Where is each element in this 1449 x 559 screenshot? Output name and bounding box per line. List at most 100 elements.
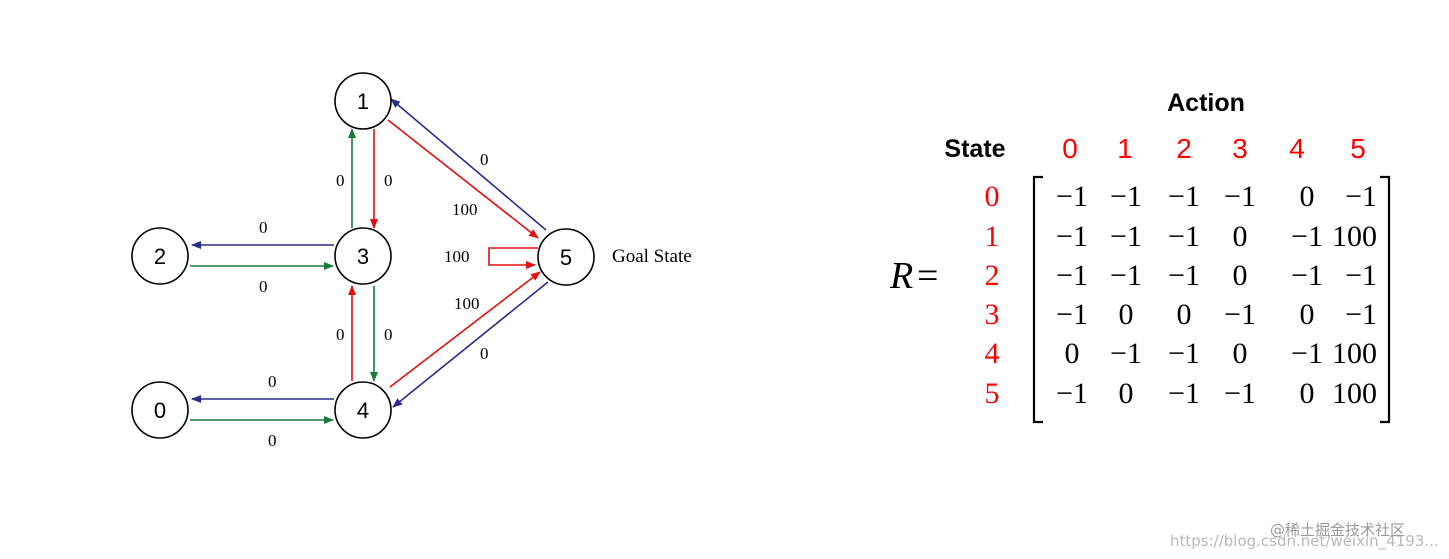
action-col-label-4: 4 <box>1289 133 1305 164</box>
state-row-label-5: 5 <box>985 377 1000 410</box>
edge-5-to-5: 100 <box>444 247 538 269</box>
cell-0-1: −1 <box>1110 180 1142 213</box>
edge-5-to-1: 0 <box>390 98 547 231</box>
edge-label-5-to-1: 0 <box>480 150 489 169</box>
state-row-labels: 0 1 2 3 4 5 <box>985 180 1000 410</box>
cell-2-3: 0 <box>1233 259 1248 292</box>
cell-3-4: 0 <box>1300 298 1315 331</box>
edge-label-1-to-3: 0 <box>384 171 393 190</box>
cell-5-0: −1 <box>1056 377 1088 410</box>
edge-label-0-to-4: 0 <box>268 431 277 450</box>
cell-3-5: −1 <box>1345 298 1377 331</box>
edge-label-3-to-2: 0 <box>259 218 268 237</box>
node-3: 3 <box>334 227 392 285</box>
edge-label-3-to-1: 0 <box>336 171 345 190</box>
action-col-label-0: 0 <box>1062 133 1078 164</box>
node-5: 5 <box>537 228 595 286</box>
cell-0-4: 0 <box>1300 180 1315 213</box>
state-row-label-1: 1 <box>985 220 1000 253</box>
matrix-cells: −1 −1 −1 −1 0 −1 −1 −1 −1 0 −1 100 −1 −1 −1 0 −1 −1 −1 0 0 −1… <box>1056 180 1377 410</box>
right-bracket <box>1380 175 1391 424</box>
cell-4-0: 0 <box>1065 337 1080 370</box>
cell-5-4: 0 <box>1300 377 1315 410</box>
action-column-labels: 0 1 2 3 4 5 <box>1062 133 1366 164</box>
node-0: 0 <box>131 381 189 439</box>
cell-5-2: −1 <box>1168 377 1200 410</box>
node-4: 4 <box>334 381 392 439</box>
action-header: Action <box>1167 89 1245 117</box>
left-bracket <box>1032 175 1043 424</box>
cell-4-2: −1 <box>1168 337 1200 370</box>
action-col-label-1: 1 <box>1117 133 1133 164</box>
cell-1-3: 0 <box>1233 220 1248 253</box>
watermark-brand: @稀土掘金技术社区 <box>1270 521 1405 539</box>
edge-label-5-to-5: 100 <box>444 247 470 266</box>
cell-0-2: −1 <box>1168 180 1200 213</box>
node-label-0: 0 <box>154 398 166 423</box>
edge-3-to-2: 0 <box>191 218 334 249</box>
cell-2-0: −1 <box>1056 259 1088 292</box>
cell-4-4: −1 <box>1291 337 1323 370</box>
edge-label-4-to-5: 100 <box>454 294 480 313</box>
cell-0-3: −1 <box>1224 180 1256 213</box>
cell-1-4: −1 <box>1291 220 1323 253</box>
cell-4-3: 0 <box>1233 337 1248 370</box>
cell-3-1: 0 <box>1119 298 1134 331</box>
state-row-label-0: 0 <box>985 180 1000 213</box>
cell-4-5: 100 <box>1332 337 1377 370</box>
state-row-label-4: 4 <box>985 337 1000 370</box>
node-1: 1 <box>334 72 392 130</box>
cell-2-1: −1 <box>1110 259 1142 292</box>
cell-3-0: −1 <box>1056 298 1088 331</box>
action-col-label-5: 5 <box>1350 133 1366 164</box>
cell-1-0: −1 <box>1056 220 1088 253</box>
cell-5-5: 100 <box>1332 377 1377 410</box>
node-2: 2 <box>131 227 189 285</box>
edge-3-to-4: 0 <box>370 286 393 382</box>
state-row-label-2: 2 <box>985 259 1000 292</box>
cell-2-4: −1 <box>1291 259 1323 292</box>
cell-5-3: −1 <box>1224 377 1256 410</box>
state-header: State <box>944 135 1005 163</box>
node-label-4: 4 <box>357 398 369 423</box>
cell-0-5: −1 <box>1345 180 1377 213</box>
cell-1-5: 100 <box>1332 220 1377 253</box>
action-col-label-2: 2 <box>1176 133 1192 164</box>
edge-1-to-3: 0 <box>370 129 393 229</box>
cell-3-2: 0 <box>1177 298 1192 331</box>
cell-4-1: −1 <box>1110 337 1142 370</box>
cell-1-2: −1 <box>1168 220 1200 253</box>
edge-label-4-to-0: 0 <box>268 372 277 391</box>
cell-2-5: −1 <box>1345 259 1377 292</box>
state-row-label-3: 3 <box>985 298 1000 331</box>
watermark-url: https://blog.csdn.net/weixin_4193... <box>1170 532 1439 551</box>
edge-label-4-to-3: 0 <box>336 325 345 344</box>
edge-label-3-to-4: 0 <box>384 325 393 344</box>
cell-1-1: −1 <box>1110 220 1142 253</box>
edge-3-to-1: 0 <box>336 128 356 228</box>
edge-label-1-to-5: 100 <box>452 200 478 219</box>
cell-3-3: −1 <box>1224 298 1256 331</box>
edge-label-2-to-3: 0 <box>259 277 268 296</box>
node-label-2: 2 <box>154 244 166 269</box>
edge-label-5-to-4: 0 <box>480 344 489 363</box>
edge-4-to-3: 0 <box>336 285 356 381</box>
edge-1-to-5: 100 <box>387 119 539 239</box>
watermark: https://blog.csdn.net/weixin_4193... @稀土… <box>1170 521 1439 551</box>
reward-matrix: Action State R = 0 1 2 3 4 5 0 1 2 3 4 5 −1 −1 −1 −1 0… <box>889 89 1391 424</box>
edge-4-to-0: 0 <box>191 372 334 403</box>
state-graph: 0 100 0 0 0 0 0 <box>131 72 692 450</box>
matrix-equals: = <box>917 255 938 297</box>
node-label-3: 3 <box>357 244 369 269</box>
node-label-5: 5 <box>560 245 572 270</box>
edge-5-to-4: 0 <box>392 281 549 408</box>
action-col-label-3: 3 <box>1232 133 1248 164</box>
goal-state-label: Goal State <box>612 246 692 267</box>
edge-2-to-3: 0 <box>190 262 334 296</box>
node-label-1: 1 <box>357 89 369 114</box>
cell-0-0: −1 <box>1056 180 1088 213</box>
edge-4-to-5: 100 <box>389 271 541 388</box>
cell-2-2: −1 <box>1168 259 1200 292</box>
matrix-symbol: R <box>889 255 913 297</box>
